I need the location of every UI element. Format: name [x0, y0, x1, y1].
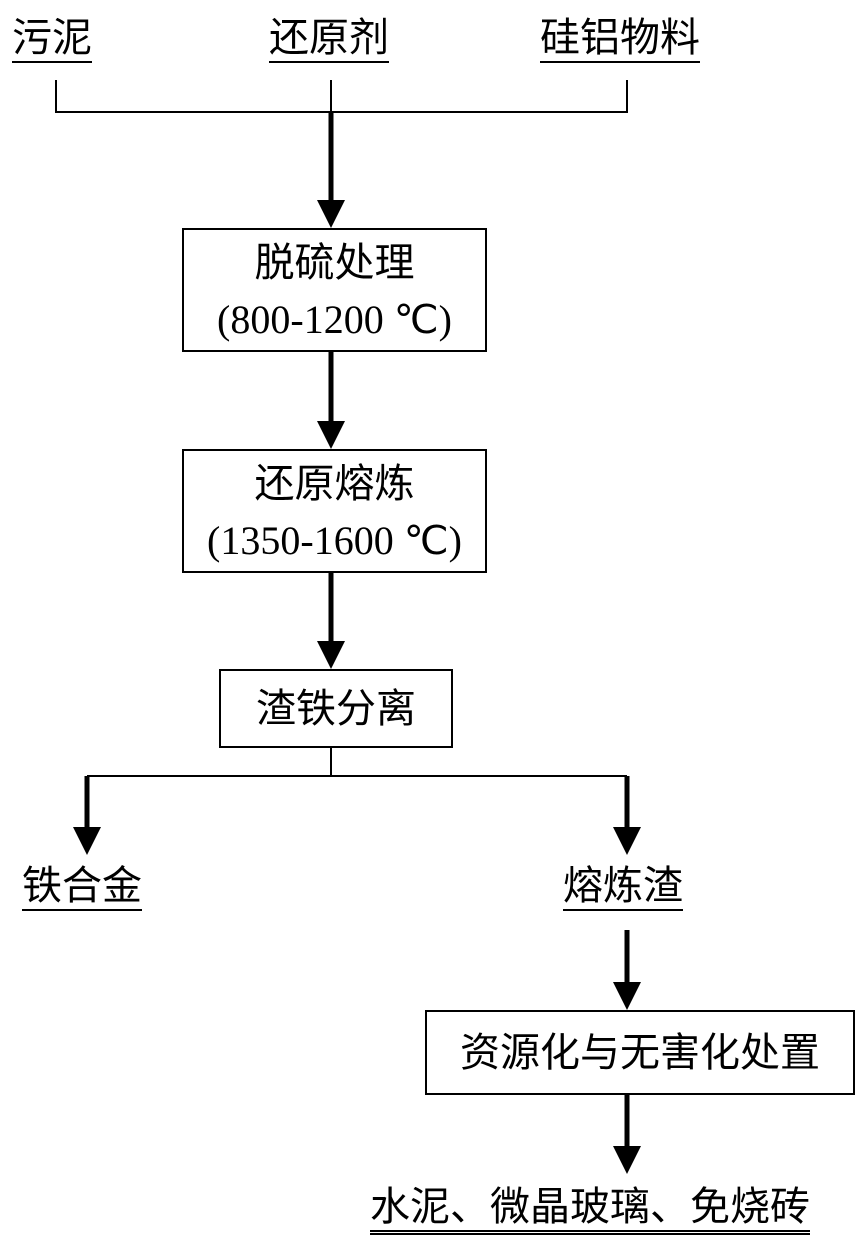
desulfurization-title: 脱硫处理 [254, 240, 415, 286]
input-silica-alumina-material: 硅铝物料 [540, 15, 700, 63]
arrowhead-1 [317, 200, 345, 228]
desulfurization-temp: (800-1200 ℃) [217, 297, 452, 342]
arrowhead-7 [613, 1146, 641, 1174]
input-reducing-agent: 还原剂 [269, 15, 389, 63]
arrowhead-6 [613, 982, 641, 1010]
reduction-smelting-box: 还原熔炼 (1350-1600 ℃) [182, 449, 487, 573]
output-iron-alloy: 铁合金 [22, 863, 142, 911]
treatment-box: 资源化与无害化处置 [425, 1010, 855, 1095]
input-sludge: 污泥 [12, 15, 92, 63]
treatment-title: 资源化与无害化处置 [460, 1029, 820, 1076]
reduction-smelting-title: 还原熔炼 [254, 461, 415, 507]
slag-iron-separation-box: 渣铁分离 [219, 669, 453, 748]
output-smelting-slag: 熔炼渣 [563, 863, 683, 911]
reduction-smelting-temp: (1350-1600 ℃) [207, 518, 462, 563]
arrowhead-4 [73, 827, 101, 855]
arrowhead-2 [317, 421, 345, 449]
arrowhead-3 [317, 641, 345, 669]
final-products: 水泥、微晶玻璃、免烧砖 [370, 1185, 810, 1235]
arrowhead-5 [613, 827, 641, 855]
slag-iron-separation-title: 渣铁分离 [256, 685, 416, 732]
desulfurization-box: 脱硫处理 (800-1200 ℃) [182, 228, 487, 352]
